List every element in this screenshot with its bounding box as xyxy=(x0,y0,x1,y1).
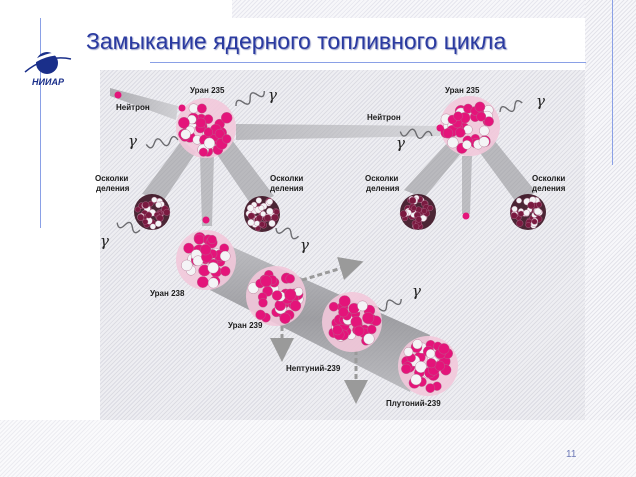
neutron-hitting-u235 xyxy=(178,104,186,112)
beam-right-fragment-b xyxy=(478,140,536,202)
decor-horizontal-line xyxy=(150,62,586,63)
logo: НИИАР xyxy=(20,48,76,92)
labels: Нейтрон Уран 235 Нейтрон Уран 235 Осколк… xyxy=(95,86,566,408)
label-neptunium239: Нептуний-239 xyxy=(286,364,341,373)
label-fragments-left-b-2: деления xyxy=(270,184,304,193)
nucleus-fragment-right-b xyxy=(510,194,546,230)
nucleus-fragment-left-b xyxy=(244,196,280,232)
gamma-symbol-fragment-right: γ xyxy=(300,236,309,254)
neutron-left-released xyxy=(202,216,210,224)
nucleus-uranium235-left xyxy=(176,98,236,158)
beam-incoming-neutron-left xyxy=(110,88,178,120)
decor-top-hatch xyxy=(232,0,636,18)
neutron-right-released xyxy=(462,212,470,220)
logo-emblem-icon xyxy=(21,52,74,74)
label-fragments-left-a-1: Осколки xyxy=(95,174,128,183)
label-neutron-right: Нейтрон xyxy=(367,113,401,122)
label-uranium235-left: Уран 235 xyxy=(190,86,225,95)
gamma-ray-u235-left-side xyxy=(145,135,179,149)
slide-title: Замыкание ядерного топливного цикла xyxy=(86,28,507,54)
gamma-ray-u235-right-side xyxy=(399,128,433,139)
nucleus-uranium235-right xyxy=(440,96,500,156)
nucleus-plutonium239 xyxy=(398,336,458,396)
page-number: 11 xyxy=(566,449,577,460)
nucleus-uranium238 xyxy=(176,230,236,290)
gamma-symbol-u235-right-side: γ xyxy=(396,134,405,152)
label-uranium239: Уран 239 xyxy=(228,321,263,330)
decor-right-hatch xyxy=(585,0,636,420)
beam-neutron-to-right xyxy=(236,124,440,140)
label-fragments-right-b-1: Осколки xyxy=(532,174,565,183)
beam-left-fragment-b xyxy=(214,140,274,206)
decor-vertical-line-right xyxy=(612,0,613,165)
gamma-symbol-u235-left-top: γ xyxy=(268,86,277,104)
decay-arrow-u239-right xyxy=(301,256,364,282)
label-fragments-left-a-2: деления xyxy=(96,184,130,193)
label-neutron-left: Нейтрон xyxy=(116,103,150,112)
label-uranium235-right: Уран 235 xyxy=(445,86,480,95)
label-plutonium239: Плутоний-239 xyxy=(386,399,441,408)
decor-bottom-hatch xyxy=(0,420,636,477)
gamma-rays xyxy=(116,90,523,313)
label-fragments-right-a-2: деления xyxy=(366,184,400,193)
decor-vertical-line-left xyxy=(40,18,41,228)
neutron-hitting-u235-right xyxy=(436,124,444,132)
atoms xyxy=(114,91,546,396)
label-fragments-left-b-1: Осколки xyxy=(270,174,303,183)
decay-arrows xyxy=(270,256,368,404)
nucleus-uranium239 xyxy=(246,266,306,326)
neutron-incoming xyxy=(114,91,122,99)
gamma-ray-fragment-right xyxy=(275,227,300,240)
nucleus-neptunium239 xyxy=(322,292,382,352)
gamma-symbol-u235-right-top: γ xyxy=(536,92,545,110)
gamma-ray-u235-left-top xyxy=(235,90,265,107)
beam-right-neutron-down xyxy=(462,156,472,214)
gamma-symbol-u239: γ xyxy=(412,282,421,300)
beam-left-neutron-down xyxy=(200,155,214,226)
gamma-symbol-fragment-left: γ xyxy=(100,232,109,250)
beam-left-fragment-a xyxy=(142,140,196,200)
label-fragments-right-a-1: Осколки xyxy=(365,174,398,183)
nucleus-fragment-right-a xyxy=(399,194,436,230)
gamma-ray-fragment-left xyxy=(116,221,141,234)
label-fragments-right-b-2: деления xyxy=(532,184,566,193)
gamma-ray-u235-right-top xyxy=(499,99,523,113)
nucleus-fragment-left-a xyxy=(134,194,171,230)
beam-right-fragment-a xyxy=(404,142,462,198)
label-uranium238: Уран 238 xyxy=(150,289,185,298)
gamma-symbol-u235-left-side: γ xyxy=(128,132,137,150)
logo-text: НИИАР xyxy=(32,77,64,87)
